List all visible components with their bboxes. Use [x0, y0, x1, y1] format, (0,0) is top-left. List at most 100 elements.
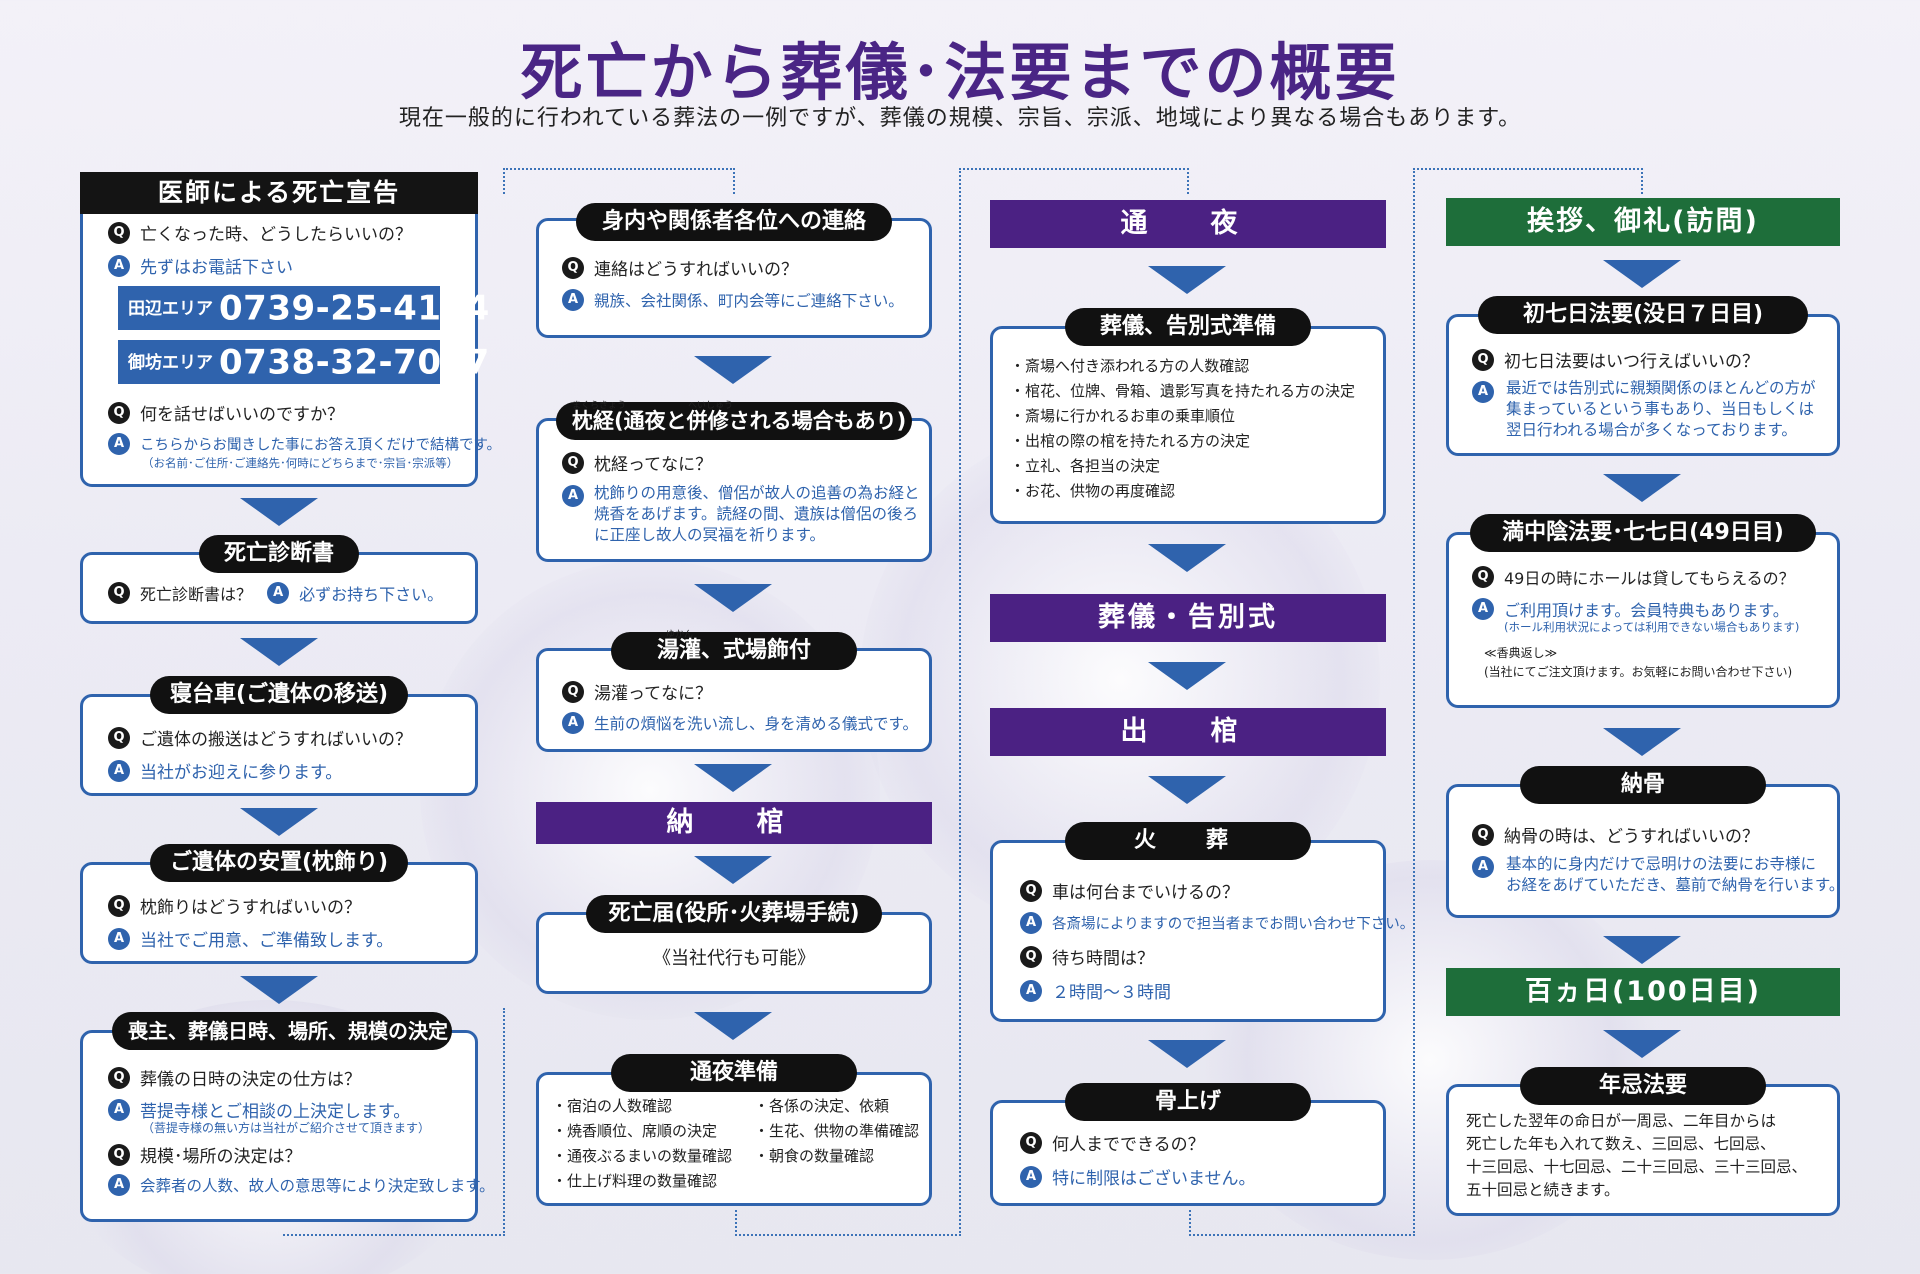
a-icon: A	[1472, 598, 1494, 620]
anniversary-header: 年忌法要	[1520, 1067, 1766, 1105]
interment-header: 納骨	[1520, 766, 1766, 804]
q-icon: Q	[108, 1143, 130, 1166]
a-icon: A	[108, 1174, 130, 1196]
a-icon: A	[108, 1098, 130, 1121]
seventh-day-header: 初七日法要(没日７日目)	[1478, 296, 1808, 334]
a-icon: A	[108, 759, 130, 782]
a-icon: A	[267, 582, 290, 604]
connector-col2-col3-top	[959, 168, 1189, 194]
q-icon: Q	[1020, 945, 1042, 968]
connector-col3-col4	[1189, 1210, 1415, 1236]
placement-header: ご遺体の安置(枕飾り)	[150, 844, 408, 882]
q-icon: Q	[108, 582, 130, 604]
q-icon: Q	[1020, 879, 1042, 902]
answer-note: （お名前･ご住所･ご連絡先･何時にどちらまで･宗旨･宗派等）	[142, 456, 459, 470]
decision-box	[80, 1030, 478, 1222]
down-arrow-icon	[1148, 266, 1226, 294]
greeting-header: 挨拶、御礼(訪問)	[1446, 198, 1840, 246]
down-arrow-icon	[1148, 544, 1226, 572]
makuragyo-ruby: まくらきょう	[572, 401, 627, 411]
a-icon: A	[1020, 912, 1042, 934]
connector-col1-col2-down	[733, 168, 735, 194]
koden-note: ≪香典返し≫	[1484, 646, 1558, 660]
funeral-header: 葬儀・告別式	[990, 594, 1386, 642]
wake-header: 通 夜	[990, 200, 1386, 248]
makuragyo-ruby: へいしゅう	[688, 401, 734, 411]
page-subtitle: 現在一般的に行われている葬法の一例ですが、葬儀の規模、宗旨、宗派、地域により異な…	[398, 106, 1522, 131]
nokan-header: 納 棺	[536, 802, 932, 844]
departure-header: 出 棺	[990, 708, 1386, 756]
wake-prep-list-right: ・各係の決定、依頼 ・生花、供物の準備確認 ・朝食の数量確認	[754, 1097, 920, 1165]
a-icon: A	[108, 927, 130, 950]
down-arrow-icon	[240, 498, 318, 526]
contact-header: 身内や関係者各位への連絡	[576, 203, 892, 241]
down-arrow-icon	[1603, 1030, 1681, 1058]
death-header: 医師による死亡宣告	[80, 172, 478, 214]
a-icon: A	[1472, 856, 1494, 878]
connector-col2-col3	[735, 1210, 961, 1236]
certificate-header: 死亡診断書	[199, 535, 359, 573]
q-icon: Q	[1472, 348, 1494, 371]
q-icon: Q	[108, 221, 130, 244]
answer-note: （菩提寺様の無い方は当社がご紹介させて頂きます）	[142, 1121, 431, 1135]
koden-note: (当社にてご注文頂けます。お気軽にお問い合わせ下さい)	[1484, 665, 1793, 679]
forty-nine-box	[1446, 532, 1840, 708]
connector-col2-col3-vertical	[959, 168, 961, 1236]
down-arrow-icon	[1148, 1040, 1226, 1068]
down-arrow-icon	[1148, 776, 1226, 804]
connector-col1-col2-bottom	[283, 1234, 505, 1236]
down-arrow-icon	[1603, 936, 1681, 964]
a-icon: A	[108, 433, 130, 455]
yukan-header: 湯灌、式場飾付	[611, 632, 857, 670]
down-arrow-icon	[694, 1012, 772, 1040]
notification-body: 《当社代行も可能》	[653, 948, 815, 969]
a-icon: A	[1472, 381, 1494, 403]
hearse-header: 寝台車(ご遺体の移送)	[150, 676, 408, 714]
q-icon: Q	[1020, 1131, 1042, 1154]
funeral-prep-header: 葬儀、告別式準備	[1065, 308, 1311, 346]
q-icon: Q	[108, 726, 130, 749]
down-arrow-icon	[694, 764, 772, 792]
q-icon: Q	[108, 1066, 130, 1089]
a-icon: A	[562, 485, 584, 507]
q-icon: Q	[562, 680, 584, 703]
q-icon: Q	[108, 401, 130, 424]
yukan-ruby: ゆかん	[666, 630, 694, 640]
q-icon: Q	[108, 894, 130, 917]
down-arrow-icon	[694, 856, 772, 884]
connector-col1-col2	[418, 1008, 505, 1236]
anniversary-text: 死亡した翌年の命日が一周忌、二年目からは 死亡した年も入れて数え、三回忌、七回忌…	[1466, 1112, 1808, 1199]
q-icon: Q	[562, 451, 584, 474]
a-icon: A	[108, 254, 130, 277]
answer-note: (ホール利用状況によっては利用できない場合もあります)	[1504, 620, 1800, 634]
down-arrow-icon	[694, 584, 772, 612]
cremation-header: 火 葬	[1065, 822, 1311, 860]
interment-box	[1446, 784, 1840, 918]
bones-header: 骨上げ	[1065, 1083, 1311, 1121]
forty-nine-header: 満中陰法要･七七日(49日目)	[1470, 514, 1816, 552]
connector-col3-col4-top	[1413, 168, 1643, 194]
funeral-prep-box	[990, 326, 1386, 524]
